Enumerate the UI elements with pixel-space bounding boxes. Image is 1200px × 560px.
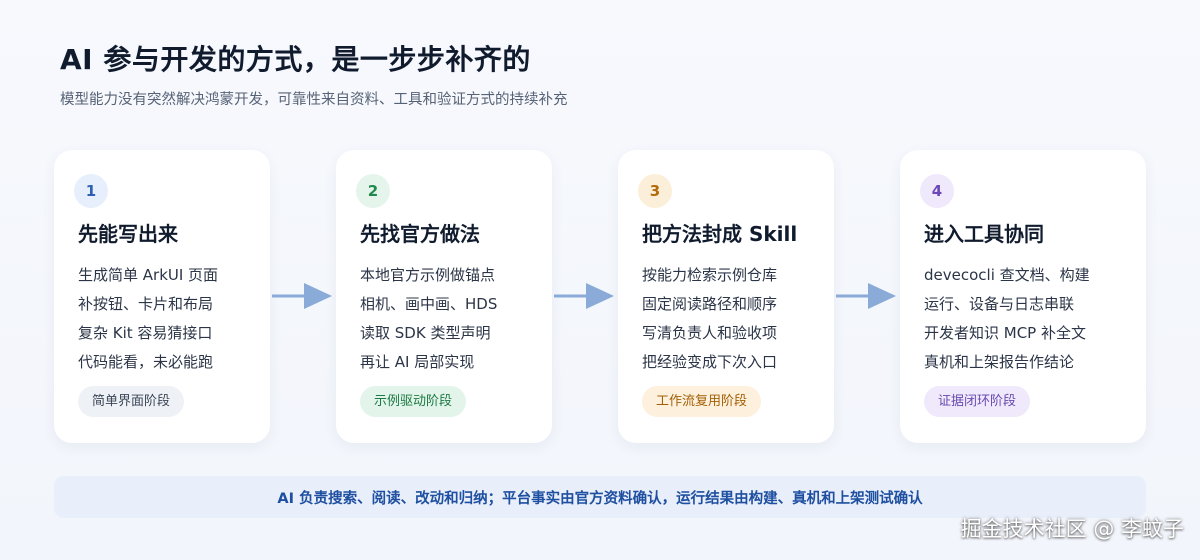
stage-line: devecocli 查文档、构建 (924, 266, 1090, 284)
arrow-right-icon (836, 283, 896, 309)
summary-note: AI 负责搜索、阅读、改动和归纳；平台事实由官方资料确认，运行结果由构建、真机和… (54, 476, 1146, 518)
stage-number-badge: 2 (356, 174, 390, 208)
arrow-right-icon (272, 283, 332, 309)
arrow-right-icon (554, 283, 614, 309)
stage-line: 把经验变成下次入口 (642, 353, 778, 371)
stage-number-badge: 4 (920, 174, 954, 208)
stage-number-badge: 3 (638, 174, 672, 208)
stage-card-1: 1 先能写出来 生成简单 ArkUI 页面 补按钮、卡片和布局 复杂 Kit 容… (54, 150, 270, 443)
watermark: 掘金技术社区 @ 李蚊子 (960, 517, 1184, 541)
stage-title: 先找官方做法 (360, 222, 480, 246)
stage-tag: 简单界面阶段 (78, 386, 185, 417)
stage-title: 把方法封成 Skill (642, 222, 798, 246)
stage-line: 本地官方示例做锚点 (360, 266, 496, 284)
stage-card-3: 3 把方法封成 Skill 按能力检索示例仓库 固定阅读路径和顺序 写清负责人和… (618, 150, 834, 443)
stage-description-list: devecocli 查文档、构建 运行、设备与日志串联 开发者知识 MCP 补全… (924, 261, 1090, 377)
stage-tag: 示例驱动阶段 (360, 386, 467, 417)
stage-description-list: 按能力检索示例仓库 固定阅读路径和顺序 写清负责人和验收项 把经验变成下次入口 (642, 261, 777, 377)
stage-title: 进入工具协同 (924, 222, 1044, 246)
stage-line: 固定阅读路径和顺序 (642, 295, 778, 313)
stage-description-list: 生成简单 ArkUI 页面 补按钮、卡片和布局 复杂 Kit 容易猜接口 代码能… (78, 261, 218, 377)
stage-tag: 证据闭环阶段 (924, 386, 1031, 417)
stage-line: 相机、画中画、HDS (360, 295, 498, 313)
stage-line: 真机和上架报告作结论 (924, 353, 1075, 371)
page-title: AI 参与开发的方式，是一步步补齐的 (60, 43, 531, 76)
stage-line: 读取 SDK 类型声明 (360, 324, 491, 342)
stage-line: 代码能看，未必能跑 (78, 353, 214, 371)
stage-line: 按能力检索示例仓库 (642, 266, 778, 284)
stage-description-list: 本地官方示例做锚点 相机、画中画、HDS 读取 SDK 类型声明 再让 AI 局… (360, 261, 497, 377)
stage-line: 复杂 Kit 容易猜接口 (78, 324, 213, 342)
stage-line: 开发者知识 MCP 补全文 (924, 324, 1086, 342)
stage-line: 补按钮、卡片和布局 (78, 295, 214, 313)
stage-line: 运行、设备与日志串联 (924, 295, 1075, 313)
stage-tag: 工作流复用阶段 (642, 386, 762, 417)
stage-line: 再让 AI 局部实现 (360, 353, 475, 371)
stage-line: 写清负责人和验收项 (642, 324, 778, 342)
stage-card-2: 2 先找官方做法 本地官方示例做锚点 相机、画中画、HDS 读取 SDK 类型声… (336, 150, 552, 443)
page-subtitle: 模型能力没有突然解决鸿蒙开发，可靠性来自资料、工具和验证方式的持续补充 (60, 92, 568, 108)
stage-card-4: 4 进入工具协同 devecocli 查文档、构建 运行、设备与日志串联 开发者… (900, 150, 1146, 443)
stage-number-badge: 1 (74, 174, 108, 208)
stage-title: 先能写出来 (78, 222, 178, 246)
stage-line: 生成简单 ArkUI 页面 (78, 266, 219, 284)
